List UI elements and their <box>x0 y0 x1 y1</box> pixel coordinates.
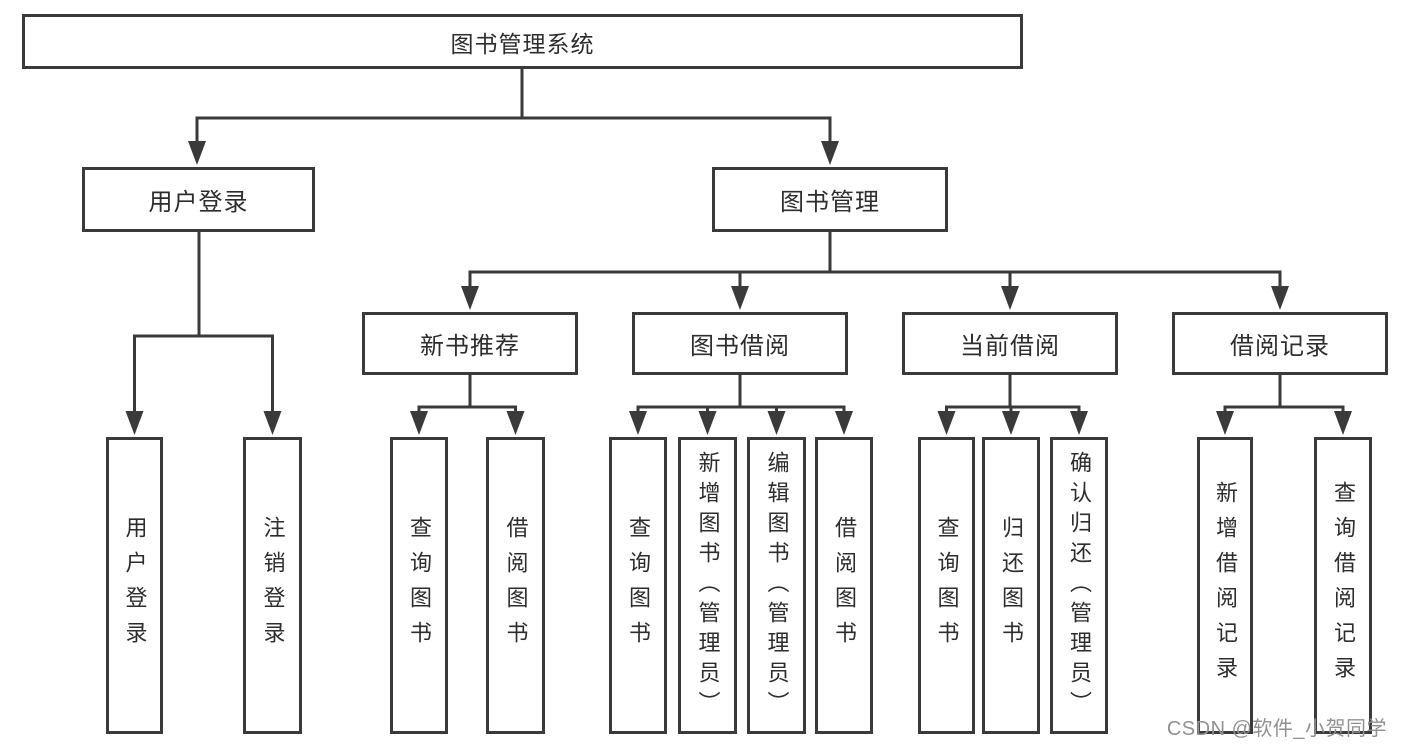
leaf-query-books-borrowing: 查询图书 <box>609 437 667 734</box>
node-current-borrowing: 当前借阅 <box>902 312 1118 375</box>
leaf-borrow-books-recommend: 借阅图书 <box>486 437 545 734</box>
leaf-query-borrow-record: 查询借阅记录 <box>1314 437 1372 734</box>
node-user-login: 用户登录 <box>82 167 315 232</box>
node-book-management: 图书管理 <box>712 167 948 232</box>
leaf-logout-login: 注销登录 <box>243 437 302 734</box>
leaf-confirm-return-admin: 确认归还（管理员） <box>1050 437 1108 734</box>
leaf-query-books-current: 查询图书 <box>918 437 975 734</box>
leaf-user-login: 用户登录 <box>106 437 163 734</box>
leaf-edit-book-admin: 编辑图书（管理员） <box>747 437 806 734</box>
leaf-borrow-books: 借阅图书 <box>815 437 873 734</box>
node-borrowing-records: 借阅记录 <box>1172 312 1388 375</box>
node-system: 图书管理系统 <box>22 14 1023 69</box>
node-book-borrowing: 图书借阅 <box>632 312 848 375</box>
watermark: CSDN @软件_小贺同学 <box>1166 718 1387 740</box>
node-new-book-recommendation: 新书推荐 <box>362 312 578 375</box>
arrowheads <box>125 141 1352 435</box>
leaf-query-books-recommend: 查询图书 <box>390 437 448 734</box>
leaf-add-book-admin: 新增图书（管理员） <box>678 437 737 734</box>
leaf-return-books: 归还图书 <box>982 437 1040 734</box>
leaf-add-borrow-record: 新增借阅记录 <box>1197 437 1253 734</box>
